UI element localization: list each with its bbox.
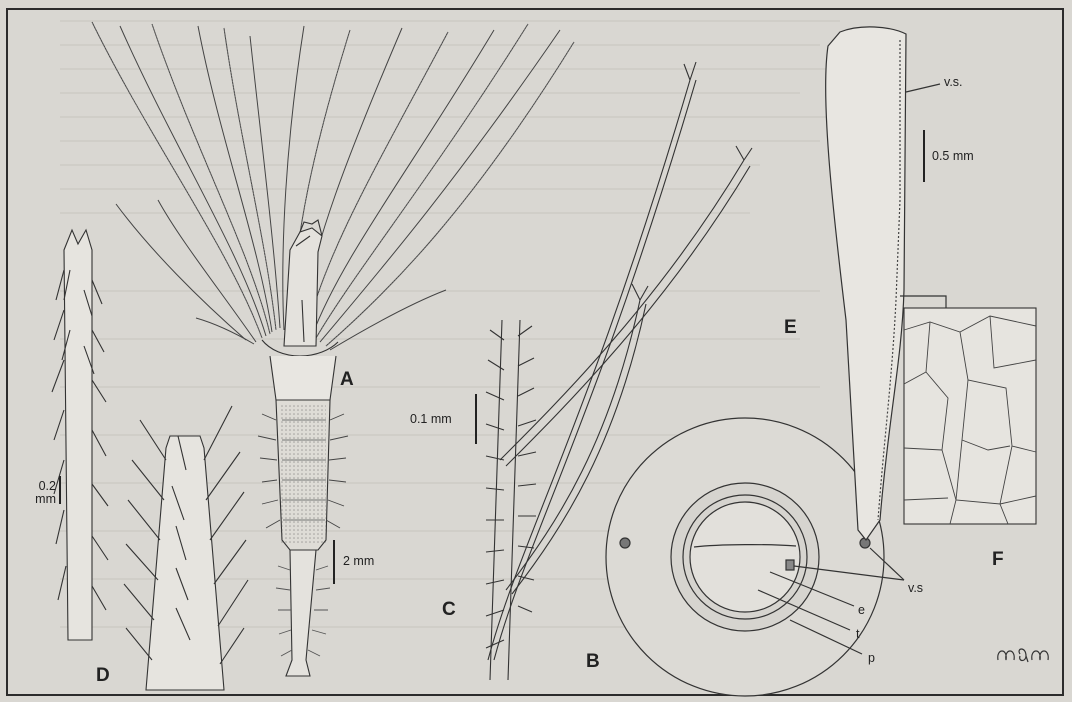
achene-beak <box>286 550 316 676</box>
scale-label-d: 0.2 mm <box>22 480 56 506</box>
scale-label-e: 0.5 mm <box>932 150 974 163</box>
panel-d-bristles <box>52 230 248 690</box>
scale-label-a: 2 mm <box>343 555 374 568</box>
panel-label-d: D <box>96 666 110 685</box>
panel-f-cells <box>904 308 1036 524</box>
panel-label-e: E <box>784 318 797 337</box>
annotation-vs-e: v.s. <box>944 76 963 89</box>
panel-label-f: F <box>992 550 1004 569</box>
annotation-vs-b: v.s <box>908 582 923 595</box>
annotation-p: p <box>868 652 875 665</box>
pappus-bristles <box>92 22 574 350</box>
annotation-e: e <box>858 604 865 617</box>
panel-label-b: B <box>586 652 600 671</box>
scale-label-c: 0.1 mm <box>410 413 452 426</box>
annotation-t: t <box>856 628 859 641</box>
signature-mark <box>998 649 1048 662</box>
panel-label-a: A <box>340 370 354 389</box>
panel-label-c: C <box>442 600 456 619</box>
